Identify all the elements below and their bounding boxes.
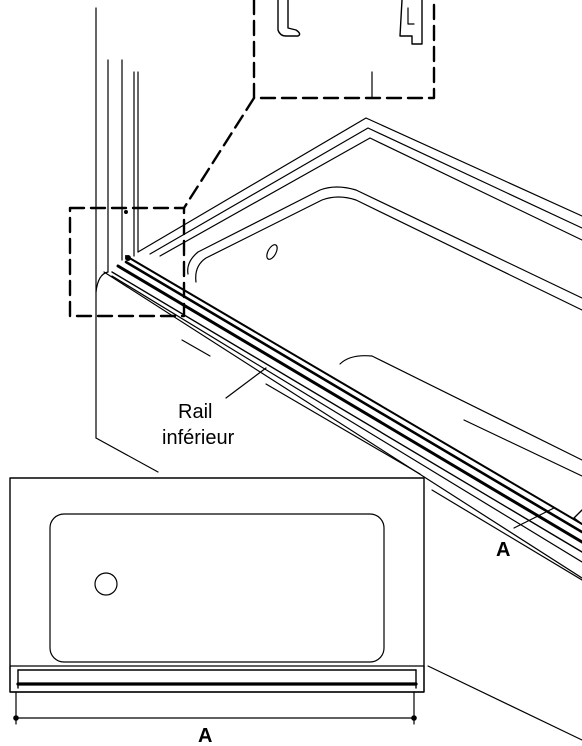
wall-corner-lines xyxy=(95,7,159,473)
rail-label-line2: inférieur xyxy=(162,427,235,449)
drain-opening xyxy=(266,244,278,260)
tub-apron xyxy=(103,271,582,741)
bathtub-rim xyxy=(137,117,582,257)
dimension-label-top: A xyxy=(496,539,510,561)
front-view-inset xyxy=(9,477,425,693)
bathtub-basin xyxy=(187,186,582,477)
leader-lines xyxy=(225,367,555,529)
bottom-rail xyxy=(111,255,582,563)
detail-callout-top xyxy=(182,0,436,210)
dimension-label-bottom: A xyxy=(198,725,212,746)
detail-callout-corner xyxy=(68,206,186,318)
dimension-a-bottom xyxy=(13,691,417,725)
front-drain-opening xyxy=(94,572,118,596)
labels: Rail inférieur A A xyxy=(162,401,510,746)
rail-label-line1: Rail xyxy=(178,401,212,423)
